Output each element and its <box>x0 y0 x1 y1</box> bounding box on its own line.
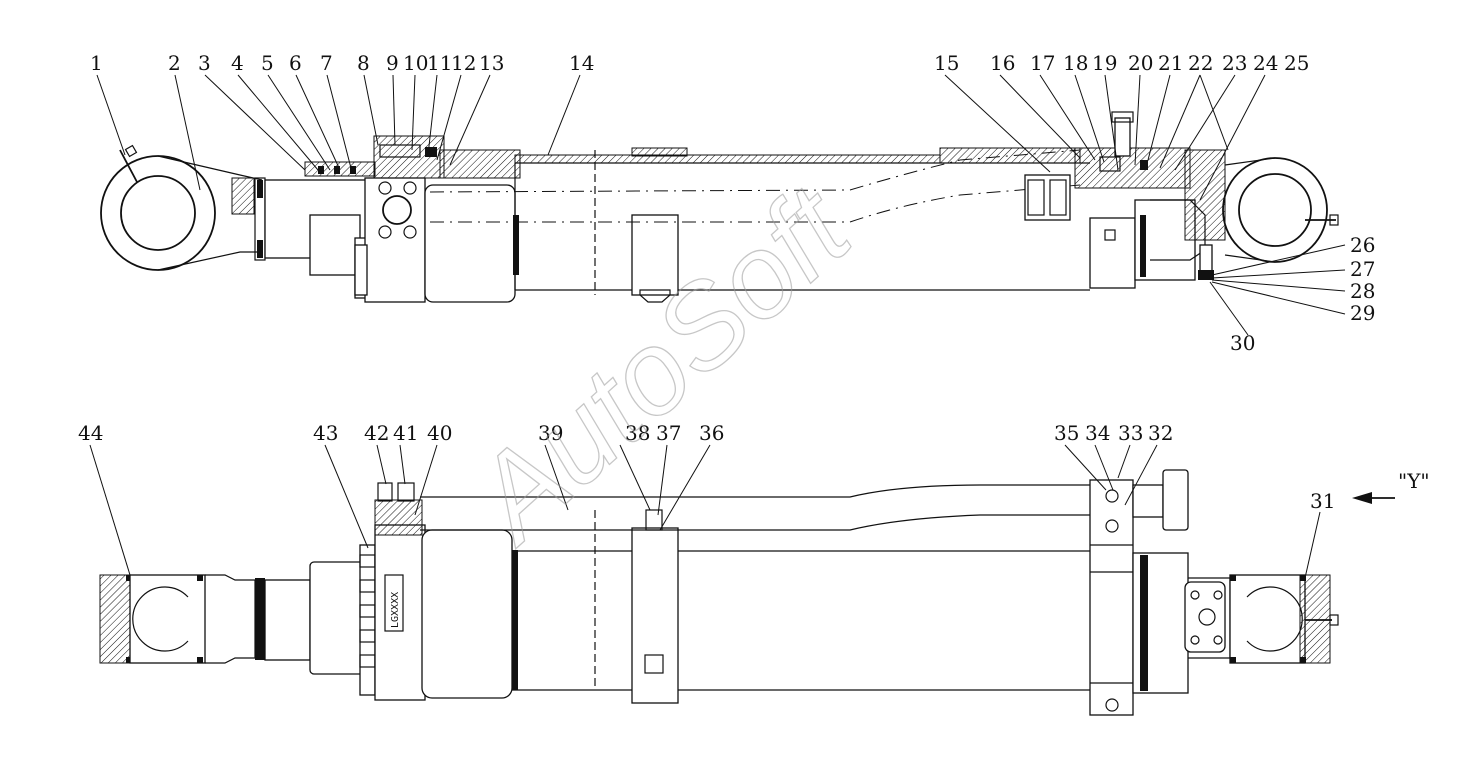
cylinder-base-lower <box>1089 469 1339 716</box>
callout-14: 14 <box>569 51 594 75</box>
callout-6: 6 <box>289 51 302 75</box>
nameplate-text: LGXXXX <box>390 592 401 628</box>
cylinder-tube-upper <box>429 147 1090 303</box>
left-clevis <box>99 574 311 664</box>
callout-12: 12 <box>451 51 476 75</box>
callout-40: 40 <box>427 421 452 445</box>
callout-30: 30 <box>1230 331 1255 355</box>
upper-view: 1 2 3 4 5 6 7 8 9 10 11 12 13 14 15 16 1… <box>90 51 1375 355</box>
left-rod-eye <box>100 144 266 271</box>
callout-34: 34 <box>1085 421 1110 445</box>
callout-18: 18 <box>1063 51 1088 75</box>
callout-numbers-lower: 31 32 33 34 35 36 37 38 39 40 41 42 43 4… <box>78 421 1335 513</box>
leader-lines-lower <box>89 444 1321 579</box>
callout-24: 24 <box>1253 51 1278 75</box>
callout-32: 32 <box>1148 421 1173 445</box>
callout-44: 44 <box>78 421 103 445</box>
callout-35: 35 <box>1054 421 1079 445</box>
callout-7: 7 <box>320 51 333 75</box>
callout-37: 37 <box>656 421 681 445</box>
callout-39: 39 <box>538 421 563 445</box>
callout-27: 27 <box>1350 257 1375 281</box>
callout-43: 43 <box>313 421 338 445</box>
cylinder-head-upper <box>304 135 521 303</box>
callout-numbers-upper: 1 2 3 4 5 6 7 8 9 10 11 12 13 14 15 16 1… <box>90 51 1375 355</box>
cylinder-base-upper <box>1074 111 1339 289</box>
callout-22: 22 <box>1188 51 1213 75</box>
callout-9: 9 <box>386 51 399 75</box>
callout-2: 2 <box>168 51 181 75</box>
callout-25: 25 <box>1284 51 1309 75</box>
callout-5: 5 <box>261 51 274 75</box>
callout-10: 10 <box>403 51 428 75</box>
callout-1: 1 <box>90 51 103 75</box>
callout-13: 13 <box>479 51 504 75</box>
view-y-arrow: "Y" <box>1352 469 1430 504</box>
callout-31: 31 <box>1310 489 1335 513</box>
callout-3: 3 <box>198 51 211 75</box>
callout-33: 33 <box>1118 421 1143 445</box>
callout-17: 17 <box>1030 51 1055 75</box>
callout-28: 28 <box>1350 279 1375 303</box>
callout-11: 11 <box>427 51 452 75</box>
cylinder-tube-lower <box>420 484 1090 704</box>
callout-15: 15 <box>934 51 959 75</box>
callout-23: 23 <box>1222 51 1247 75</box>
callout-8: 8 <box>357 51 370 75</box>
callout-26: 26 <box>1350 233 1375 257</box>
callout-29: 29 <box>1350 301 1375 325</box>
leader-lines-upper <box>96 74 1346 336</box>
callout-36: 36 <box>699 421 724 445</box>
callout-38: 38 <box>625 421 650 445</box>
callout-21: 21 <box>1158 51 1183 75</box>
cylinder-head-lower: LGXXXX <box>309 482 513 701</box>
callout-4: 4 <box>231 51 244 75</box>
callout-16: 16 <box>990 51 1015 75</box>
lower-view: LGXXXX <box>78 421 1430 716</box>
callout-19: 19 <box>1092 51 1117 75</box>
view-y-label: "Y" <box>1398 469 1430 493</box>
callout-20: 20 <box>1128 51 1153 75</box>
callout-42: 42 <box>364 421 389 445</box>
callout-41: 41 <box>393 421 418 445</box>
